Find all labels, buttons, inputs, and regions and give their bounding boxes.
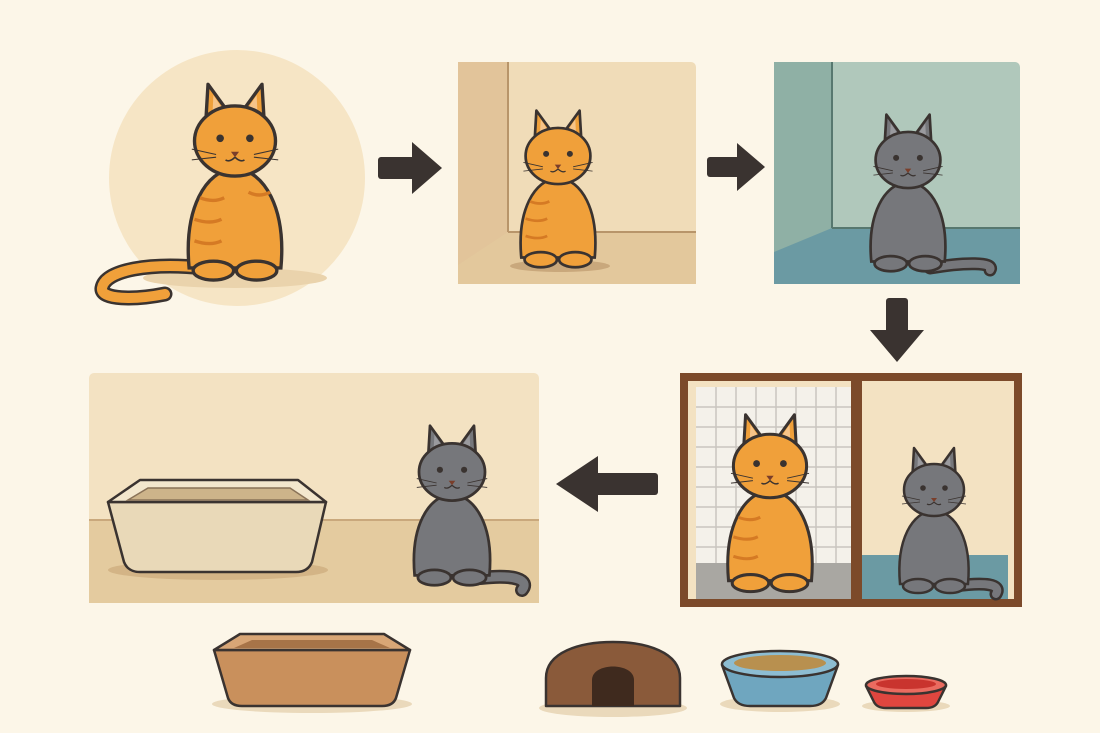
panel-cats-separated-by-screen-door bbox=[680, 373, 1022, 607]
arrow-down bbox=[870, 298, 924, 362]
orange-cat bbox=[726, 413, 814, 594]
orange-cat bbox=[186, 82, 284, 282]
panel-orange-cat-alone bbox=[94, 50, 365, 306]
panel-gray-cat-room-corner bbox=[774, 62, 1020, 284]
litter-box-icon bbox=[212, 632, 412, 713]
cat-bed-icon bbox=[539, 640, 687, 717]
orange-cat bbox=[519, 109, 597, 269]
water-bowl-icon bbox=[862, 674, 950, 712]
litter-box bbox=[106, 478, 328, 580]
panel-gray-cat-with-litter-box bbox=[89, 373, 539, 603]
arrow-right-1 bbox=[378, 142, 442, 194]
panel-orange-cat-room-corner bbox=[458, 62, 696, 284]
door-divider bbox=[851, 377, 862, 603]
arrow-right-2 bbox=[707, 143, 765, 191]
food-bowl-icon bbox=[720, 649, 840, 712]
supplies-row bbox=[212, 632, 950, 717]
arrow-left bbox=[556, 456, 658, 512]
